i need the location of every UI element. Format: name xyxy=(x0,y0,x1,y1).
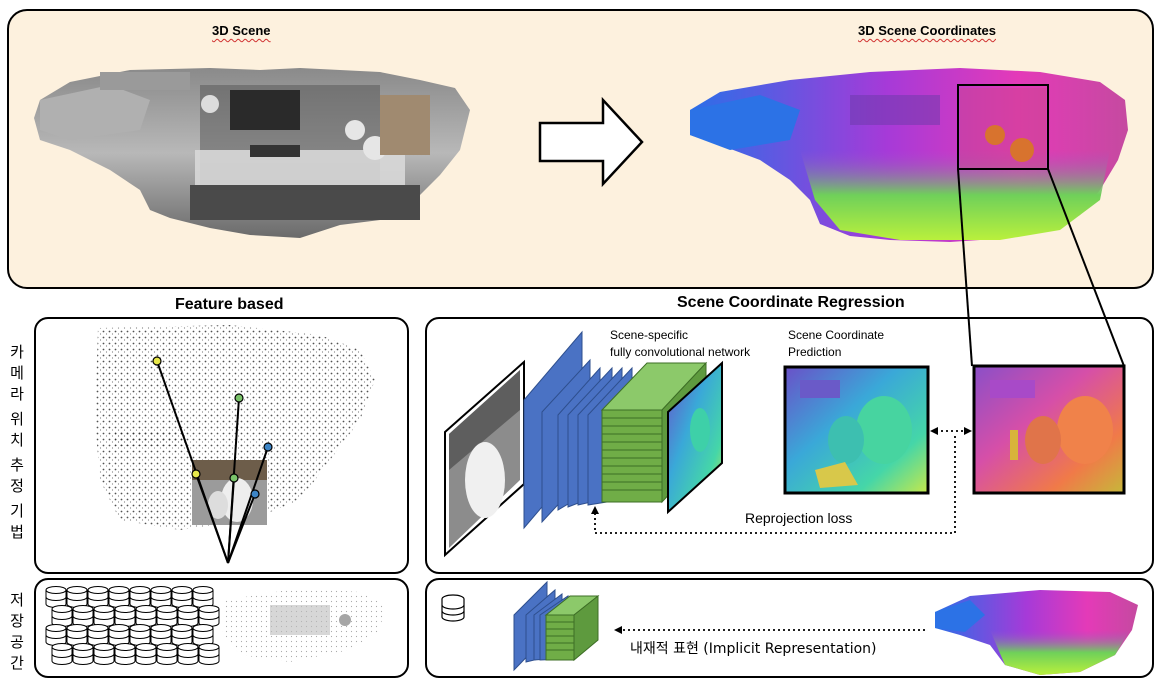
implicit-representation-label: 내재적 표현 (Implicit Representation) xyxy=(630,641,877,657)
zoom-region-box xyxy=(957,84,1049,170)
database-cylinder xyxy=(45,624,67,646)
keypoints xyxy=(152,356,273,499)
feature-point-cloud xyxy=(95,325,375,530)
storage-char: 간 xyxy=(10,654,24,672)
storage-char: 저 xyxy=(10,591,24,609)
database-cylinder xyxy=(198,605,220,627)
storage-right-panel xyxy=(425,578,1154,678)
conv-layers-blue xyxy=(523,330,633,530)
storage-left-panel xyxy=(34,578,409,678)
scr-title: Scene Coordinate Regression xyxy=(677,294,905,311)
database-cylinder xyxy=(150,624,172,646)
database-cylinder xyxy=(87,586,109,608)
database-cylinder xyxy=(114,643,136,665)
reprojection-loss-path xyxy=(594,436,956,534)
right-arrow-icon xyxy=(538,96,644,188)
network-label-line2: fully convolutional network xyxy=(610,345,751,359)
input-rgb-image xyxy=(444,359,525,558)
method-side-label: 카 메 라 위 치 추 정 기 법 xyxy=(6,342,28,543)
prediction-label-line2: Prediction xyxy=(788,345,842,359)
database-cylinder xyxy=(108,586,130,608)
database-cylinder xyxy=(135,605,157,627)
network-label-line1: Scene-specific xyxy=(610,328,689,342)
method-char: 위 xyxy=(10,410,24,428)
output-coordinate-map xyxy=(667,360,723,515)
method-char: 법 xyxy=(10,523,24,541)
database-icon xyxy=(441,594,465,622)
database-cylinder xyxy=(156,643,178,665)
scene-point-cloud xyxy=(34,68,470,238)
feature-based-title: Feature based xyxy=(175,296,284,313)
implicit-arrow xyxy=(614,626,925,634)
method-char: 치 xyxy=(10,431,24,449)
scr-panel xyxy=(425,317,1154,574)
database-cylinder xyxy=(51,643,73,665)
scene-coordinates-cloud xyxy=(690,68,1128,242)
method-char: 추 xyxy=(10,456,24,474)
database-cylinder xyxy=(135,643,157,665)
reprojection-arrowhead xyxy=(591,506,599,514)
scene-coordinate-prediction-image xyxy=(783,365,930,495)
database-cylinder xyxy=(93,605,115,627)
method-char: 메 xyxy=(10,364,24,382)
database-cylinder xyxy=(177,643,199,665)
storage-char: 장 xyxy=(10,612,24,630)
method-char: 카 xyxy=(10,343,24,361)
scene-label: 3D Scene xyxy=(212,23,271,38)
reprojection-loss-label: Reprojection loss xyxy=(745,510,853,526)
storage-side-label: 저 장 공 간 xyxy=(6,590,28,674)
storage-point-cloud xyxy=(222,588,385,662)
database-cylinder xyxy=(156,605,178,627)
database-stack xyxy=(45,586,220,665)
small-scene-coordinates xyxy=(935,590,1138,675)
database-cylinder xyxy=(198,643,220,665)
database-cylinder xyxy=(72,643,94,665)
method-char: 기 xyxy=(10,502,24,520)
feature-based-panel xyxy=(34,317,409,574)
ground-truth-coordinate-image xyxy=(972,364,1126,495)
comparison-arrow xyxy=(930,427,972,435)
database-cylinder xyxy=(108,624,130,646)
database-cylinder xyxy=(45,586,67,608)
zoom-line-left xyxy=(957,168,973,367)
prediction-label-line1: Scene Coordinate xyxy=(788,328,885,342)
method-char: 라 xyxy=(10,385,24,403)
database-cylinder xyxy=(114,605,136,627)
zoom-line-right xyxy=(1047,168,1125,367)
small-network-icon xyxy=(513,580,600,672)
database-cylinder xyxy=(93,643,115,665)
database-cylinder xyxy=(72,605,94,627)
scene-coordinates-label: 3D Scene Coordinates xyxy=(858,23,996,38)
database-cylinder xyxy=(51,605,73,627)
database-cylinder xyxy=(87,624,109,646)
storage-char: 공 xyxy=(10,633,24,651)
method-char: 정 xyxy=(10,477,24,495)
